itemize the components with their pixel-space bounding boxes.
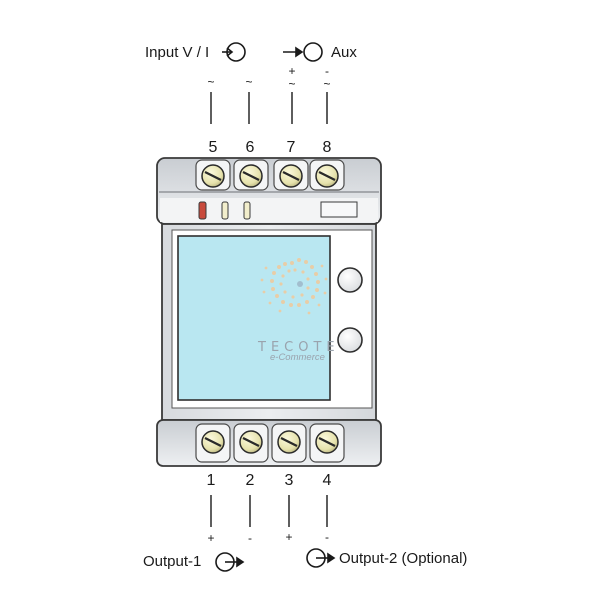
- terminal-5-sign: ~: [207, 75, 214, 89]
- bottom-wires: [210, 495, 328, 527]
- terminal-3-number: 3: [285, 472, 294, 489]
- screw-3-icon: [277, 430, 301, 454]
- status-led-icon: [221, 201, 229, 220]
- upper-button[interactable]: [337, 267, 363, 293]
- terminal-2-sign: -: [248, 531, 252, 545]
- terminal-8-sign: -: [325, 64, 329, 78]
- bottom-terminal-block: [156, 419, 382, 467]
- terminal-3-sign: +: [285, 530, 292, 544]
- status-led-icon: [243, 201, 251, 220]
- watermark-subtext: e-Commerce: [270, 352, 325, 363]
- terminal-6-sign: ~: [245, 75, 252, 89]
- watermark-logo-icon: [260, 258, 328, 315]
- output2-label: Output-2 (Optional): [339, 550, 467, 567]
- label-window: [320, 201, 358, 218]
- red-led-icon: [198, 201, 207, 220]
- screw-6-icon: [239, 164, 263, 188]
- aux-label: Aux: [331, 44, 357, 61]
- screw-2-icon: [239, 430, 263, 454]
- screw-1-icon: [201, 430, 225, 454]
- output2-arrow-icon: [306, 548, 336, 568]
- input-label: Input V / I: [145, 44, 209, 61]
- terminal-8-sign-ac: ~: [323, 77, 330, 91]
- aux-arrow-icon: [283, 42, 323, 62]
- terminal-1-sign: +: [207, 531, 214, 545]
- terminal-6-number: 6: [246, 139, 255, 156]
- screw-7-icon: [279, 164, 303, 188]
- screw-5-icon: [201, 164, 225, 188]
- input-arrow-icon: [222, 42, 246, 62]
- terminal-7-number: 7: [287, 139, 296, 156]
- terminal-7-sign-ac: ~: [288, 77, 295, 91]
- output1-arrow-icon: [215, 552, 245, 572]
- output1-label: Output-1: [143, 553, 201, 570]
- lower-button[interactable]: [337, 327, 363, 353]
- terminal-5-number: 5: [209, 139, 218, 156]
- watermark-text: TECOTEC: [257, 340, 354, 355]
- screw-8-icon: [315, 164, 339, 188]
- terminal-7-sign: +: [288, 64, 295, 78]
- terminal-4-number: 4: [323, 472, 332, 489]
- terminal-4-sign: -: [325, 530, 329, 544]
- meter-device: TECOTEC e-Commerce: [156, 157, 382, 467]
- screw-4-icon: [315, 430, 339, 454]
- terminal-8-number: 8: [323, 139, 332, 156]
- terminal-2-number: 2: [246, 472, 255, 489]
- terminal-1-number: 1: [207, 472, 216, 489]
- top-wires: [210, 92, 328, 124]
